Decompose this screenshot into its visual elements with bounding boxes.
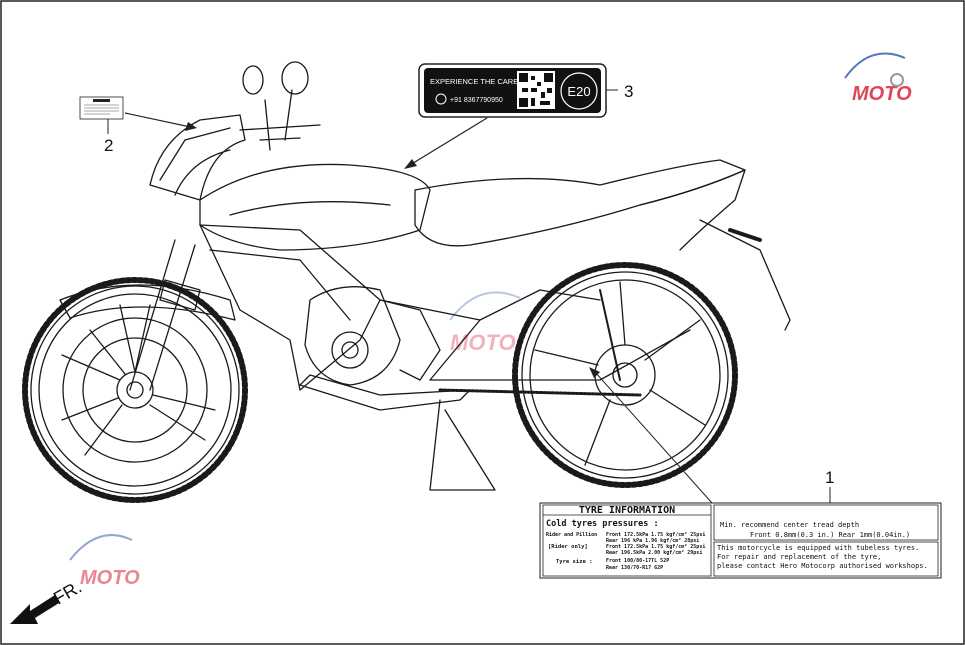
rider-pillion-label: Rider and Pillion — [546, 532, 597, 538]
leader-arrow-1 — [594, 371, 713, 504]
label-3-headline: EXPERIENCE THE CARE — [430, 77, 518, 86]
handlebar — [239, 124, 321, 141]
swingarm — [379, 289, 691, 381]
ro-front-pressure: Front 172.5kPa 1.75 kgf/cm² 25psi — [606, 544, 705, 550]
engine — [304, 286, 401, 386]
arrowhead-3 — [404, 159, 417, 169]
watermark-logo-center: MOTO — [449, 291, 521, 355]
front-fork — [129, 239, 196, 391]
callout-number-2: 2 — [104, 136, 113, 155]
label-2-sticker — [79, 96, 124, 120]
callout-number-1: 1 — [825, 468, 834, 487]
headlight-cowl — [149, 114, 246, 201]
watermark-logo-top-right: MOTO — [844, 52, 912, 105]
svg-text:MOTO: MOTO — [450, 330, 516, 355]
front-fender — [59, 284, 236, 321]
rider-only-label: [Rider only] — [548, 544, 588, 550]
qr-code-icon — [517, 71, 555, 109]
label-1-tyre-info: TYRE INFORMATION Cold tyres pressures : … — [539, 502, 942, 579]
callout-number-3: 3 — [624, 82, 633, 101]
watermark-text: MOTO — [852, 83, 912, 105]
rear-wheel — [512, 262, 738, 488]
arrowhead-1 — [589, 367, 600, 378]
whatsapp-icon — [435, 93, 447, 105]
rear-shock — [599, 289, 621, 381]
e20-badge-text: E20 — [567, 84, 590, 99]
label-3-phone: +91 8367790950 — [450, 97, 503, 104]
ro-rear-pressure: Rear 196.5kPa 2.00 kgf/cm² 29psi — [606, 550, 702, 556]
tyre-size-label: Tyre size : — [556, 559, 592, 565]
repair-notice-1: For repair and replacement of the tyre, — [717, 553, 881, 561]
exhaust — [299, 374, 471, 411]
fuel-tank — [199, 163, 431, 251]
front-tyre-size: Front 100/80-17TL 52P — [606, 558, 669, 564]
label-3-sticker: EXPERIENCE THE CARE +91 8367790950 E20 — [418, 63, 607, 118]
e20-badge — [560, 72, 598, 110]
rp-rear-pressure: Rear 196 kPa 1.96 kgf/cm² 28psi — [606, 538, 699, 544]
motorcycle-drawing — [22, 61, 791, 503]
front-wheel — [22, 277, 248, 503]
drive-chain — [438, 388, 642, 397]
leader-arrow-2 — [124, 112, 196, 129]
rear-mudguard — [699, 219, 791, 331]
cold-pressures-heading: Cold tyres pressures : — [546, 519, 659, 529]
tread-depth-values: Front 0.8mm(0.3 in.) Rear 1mm(0.04in.) — [750, 531, 910, 539]
tread-depth-title: Min. recommend center tread depth — [720, 521, 859, 529]
front-direction-arrow: FR. — [10, 577, 85, 624]
tank-shroud — [199, 224, 381, 391]
tubeless-notice: This motorcycle is equipped with tubeles… — [717, 544, 919, 552]
right-mirror — [281, 61, 309, 95]
center-stand — [429, 399, 496, 491]
svg-text:MOTO: MOTO — [80, 567, 140, 589]
rear-tyre-size: Rear 130/70-R17 62P — [606, 565, 663, 571]
rp-front-pressure: Front 172.5kPa 1.75 kgf/cm² 25psi — [606, 532, 705, 538]
tyre-info-title: TYRE INFORMATION — [579, 505, 675, 516]
arrowhead-2 — [185, 122, 197, 131]
direction-arrow-icon — [10, 595, 59, 624]
leader-arrow-3 — [409, 117, 488, 166]
watermark-logo-bottom-left: MOTO — [69, 534, 140, 589]
tail-panel — [639, 169, 746, 251]
seat — [414, 159, 746, 247]
repair-notice-2: please contact Hero Motocorp authorised … — [717, 562, 928, 570]
left-mirror — [242, 65, 264, 95]
mirror-stems — [264, 89, 293, 151]
